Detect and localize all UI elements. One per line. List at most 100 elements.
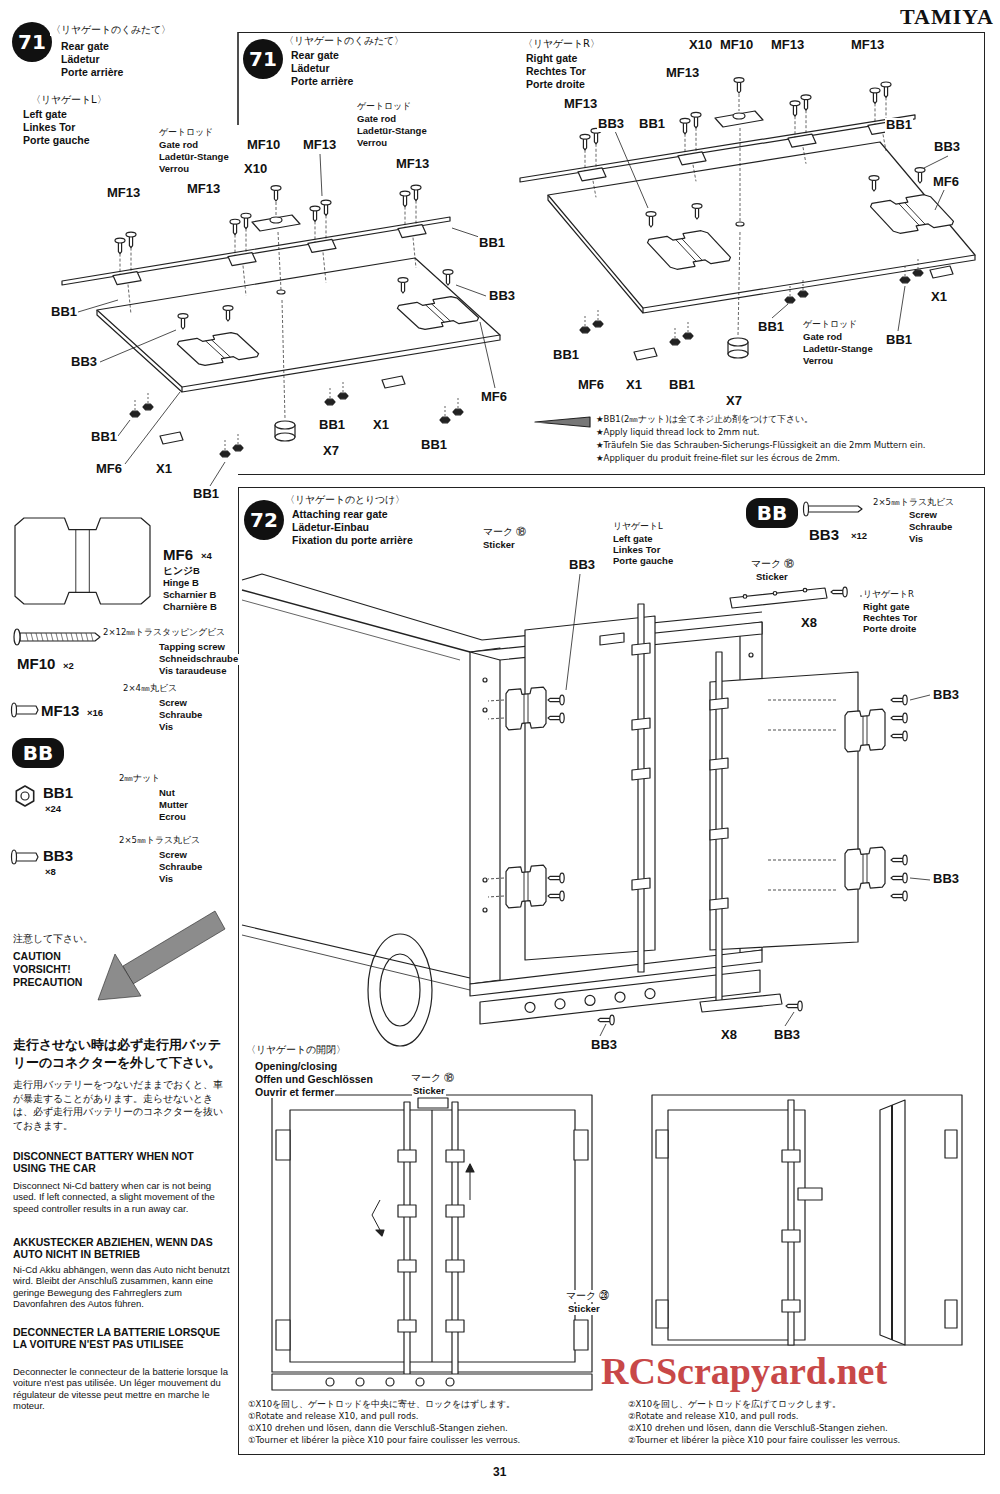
screw-head <box>903 713 907 723</box>
guide-line <box>135 398 136 410</box>
caption-text: Left gate <box>612 534 654 545</box>
screw-head <box>915 168 925 173</box>
bolt-hole <box>749 653 753 657</box>
bolt-hole <box>743 595 747 599</box>
screw-thread <box>56 633 58 641</box>
guide-line <box>225 438 226 450</box>
screw-head <box>790 101 800 106</box>
step-panel: 〈リヤゲートのくみたて〉Rear gateLädeturPorte arrièr… <box>238 32 985 475</box>
caption-text: Vis <box>908 534 924 545</box>
bolt-hole <box>483 708 487 712</box>
rod-bracket <box>446 1260 464 1272</box>
leader-line <box>210 462 225 486</box>
hinge <box>845 709 885 752</box>
japanese-text: 〈リヤゲートのくみたて〉 <box>50 24 172 36</box>
guide-line <box>596 144 597 168</box>
step-label: BB <box>23 742 54 764</box>
tail-light <box>386 1378 394 1386</box>
caption-text: ×2 <box>62 661 75 672</box>
note-text: ②Rotate and release X10, and pull rods. <box>627 1412 800 1422</box>
bolt-hole <box>483 908 487 912</box>
x10-boss <box>733 113 745 119</box>
leader-line <box>600 1024 606 1036</box>
truck-side-bottom <box>242 925 470 978</box>
caption-text: Schraube <box>158 710 203 721</box>
plate-edge <box>97 310 182 392</box>
nut <box>683 333 693 339</box>
hinge-knuckle <box>528 872 529 901</box>
part-code: BB3 <box>597 117 625 132</box>
screw-head <box>903 695 907 705</box>
nut <box>453 409 463 415</box>
part-code: BB1 <box>42 784 74 801</box>
warning-heading: AKKUSTECKER ABZIEHEN, WENN DAS AUTO NICH… <box>12 1236 224 1260</box>
screw-thread <box>41 633 43 641</box>
part-code: BB1 <box>668 378 696 393</box>
part-code: BB3 <box>590 1038 618 1053</box>
hinge <box>506 687 546 730</box>
wheel <box>368 934 432 1046</box>
x10-handle <box>798 1188 822 1200</box>
screw-head <box>400 191 410 196</box>
tail-light <box>585 995 595 1005</box>
left-gate <box>668 1110 805 1340</box>
caption-text: Ladetür-Stange <box>802 344 874 355</box>
guide-line <box>766 890 836 891</box>
leader-line <box>935 188 945 210</box>
part-code: BB3 <box>42 847 74 864</box>
heading-text: Left gate <box>22 108 68 120</box>
note-text: ゲートロッド <box>802 320 858 330</box>
guide-line <box>128 285 131 315</box>
part-code: X1 <box>155 462 173 477</box>
part-code: MF10 <box>719 38 754 53</box>
part-code: BB1 <box>638 117 666 132</box>
heading-text: Right gate <box>525 52 578 64</box>
part-code: X8 <box>720 1028 738 1043</box>
step-heading: Porte arrière <box>290 76 354 88</box>
step-heading: Attaching rear gate <box>291 509 389 521</box>
note-text: ①X10を回し、ゲートロッドを中央に寄せ、ロックをはずします。 <box>247 1400 516 1410</box>
rod-bracket <box>398 1205 416 1217</box>
guide-line <box>766 860 836 861</box>
step-number: 71 <box>12 22 52 62</box>
rod-bracket <box>678 152 706 165</box>
caption-text: ×4 <box>200 551 213 562</box>
part-code: BB3 <box>70 355 98 370</box>
part-code: X1 <box>930 290 948 305</box>
caption-text: Ladetür-Stange <box>356 126 428 137</box>
japanese-text: マーク ⑱ <box>482 526 527 538</box>
caption-text: Verrou <box>802 356 834 367</box>
note-text: ①X10 drehen und lösen, dann die Verschlu… <box>247 1424 509 1434</box>
leader-line <box>785 1012 794 1026</box>
part-code: MF6 <box>577 378 605 393</box>
bumper <box>272 1374 592 1390</box>
screw-head <box>870 88 880 93</box>
part-code: BB1 <box>50 305 78 320</box>
parts-bag-badge: BB <box>746 498 798 528</box>
screw-head <box>178 314 188 319</box>
part-code: BB3 <box>932 872 960 887</box>
screw-head <box>869 176 879 181</box>
rod-bracket <box>632 878 650 890</box>
nut <box>233 445 243 451</box>
right-gate-open <box>880 1100 905 1345</box>
part-code: X10 <box>243 162 268 177</box>
warning-text: Disconnect Ni-Cd battery when car is not… <box>12 1180 232 1214</box>
caption-text: ヒンジB <box>162 566 201 577</box>
guide-line <box>585 314 586 326</box>
guide-line <box>685 134 686 155</box>
rod-bracket <box>446 1320 464 1332</box>
tail-light <box>525 1002 535 1012</box>
screw-head <box>12 850 17 864</box>
step-label: 71 <box>18 31 46 53</box>
hinge <box>276 1130 290 1160</box>
caption-text: Schneidschraube <box>158 654 239 665</box>
part-code: MF6 <box>162 546 194 563</box>
heading-text: PRECAUTION <box>12 976 83 988</box>
rod-bracket <box>788 134 816 147</box>
caption-text: ×24 <box>44 804 62 815</box>
screw-thread <box>36 633 38 641</box>
part-code: MF6 <box>480 390 508 405</box>
rod-bracket <box>632 718 650 730</box>
japanese-text: マーク ⑱ <box>410 1072 455 1084</box>
